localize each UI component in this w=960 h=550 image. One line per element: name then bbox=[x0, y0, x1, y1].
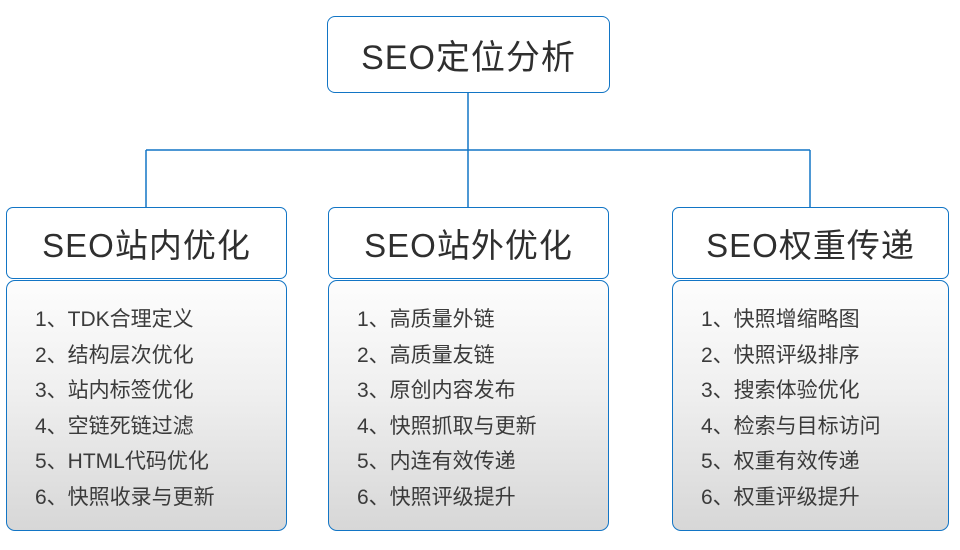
list-item: 1、高质量外链 bbox=[357, 308, 495, 331]
branch-weight: SEO权重传递 1、快照增缩略图 2、快照评级排序 3、搜索体验优化 4、检索与… bbox=[672, 207, 949, 531]
branch-offsite: SEO站外优化 1、高质量外链 2、高质量友链 3、原创内容发布 4、快照抓取与… bbox=[328, 207, 609, 531]
branch-onsite-header: SEO站内优化 bbox=[6, 207, 287, 279]
branch-onsite-title: SEO站内优化 bbox=[42, 227, 251, 264]
root-node: SEO定位分析 bbox=[327, 16, 610, 93]
branch-onsite-list: 1、TDK合理定义 2、结构层次优化 3、站内标签优化 4、空链死链过滤 5、H… bbox=[6, 280, 287, 531]
branch-offsite-title: SEO站外优化 bbox=[364, 227, 573, 264]
branch-offsite-list: 1、高质量外链 2、高质量友链 3、原创内容发布 4、快照抓取与更新 5、内连有… bbox=[328, 280, 609, 531]
list-item: 2、快照评级排序 bbox=[701, 343, 860, 367]
list-item: 1、TDK合理定义 bbox=[35, 308, 194, 331]
list-item: 5、内连有效传递 bbox=[357, 450, 516, 474]
branch-onsite: SEO站内优化 1、TDK合理定义 2、结构层次优化 3、站内标签优化 4、空链… bbox=[6, 207, 287, 531]
list-item: 6、权重评级提升 bbox=[701, 485, 860, 509]
branch-offsite-header: SEO站外优化 bbox=[328, 207, 609, 279]
list-item: 6、快照收录与更新 bbox=[35, 485, 215, 509]
list-item: 3、原创内容发布 bbox=[357, 379, 516, 403]
list-item: 5、权重有效传递 bbox=[701, 450, 860, 474]
list-item: 4、空链死链过滤 bbox=[35, 414, 194, 438]
list-item: 3、站内标签优化 bbox=[35, 379, 194, 403]
list-item: 2、结构层次优化 bbox=[35, 343, 194, 367]
root-node-label: SEO定位分析 bbox=[361, 39, 576, 77]
list-item: 5、HTML代码优化 bbox=[35, 450, 209, 474]
branch-weight-title: SEO权重传递 bbox=[706, 227, 915, 264]
list-item: 2、高质量友链 bbox=[357, 343, 495, 367]
list-item: 4、快照抓取与更新 bbox=[357, 414, 537, 438]
list-item: 3、搜索体验优化 bbox=[701, 379, 860, 403]
branch-weight-header: SEO权重传递 bbox=[672, 207, 949, 279]
list-item: 6、快照评级提升 bbox=[357, 485, 516, 509]
list-item: 4、检索与目标访问 bbox=[701, 414, 881, 438]
list-item: 1、快照增缩略图 bbox=[701, 308, 860, 331]
branch-weight-list: 1、快照增缩略图 2、快照评级排序 3、搜索体验优化 4、检索与目标访问 5、权… bbox=[672, 280, 949, 531]
